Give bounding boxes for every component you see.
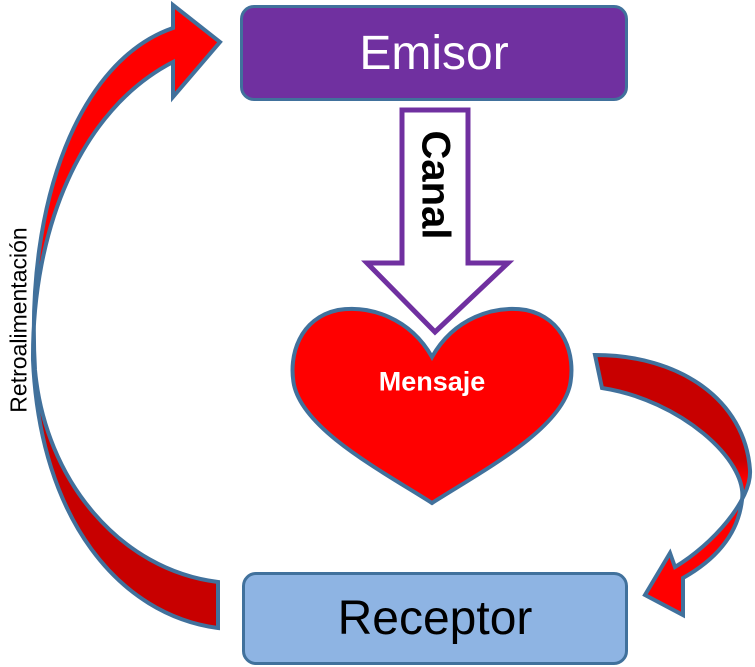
delivery-arrow [592, 352, 753, 619]
sender-box: Emisor [240, 5, 628, 101]
feedback-label: Retroalimentación [5, 227, 32, 413]
feedback-arrow [30, 0, 223, 631]
receiver-box: Receptor [242, 572, 628, 665]
sender-label: Emisor [359, 26, 509, 80]
message-heart [290, 307, 574, 506]
channel-arrow [361, 107, 515, 336]
receiver-label: Receptor [337, 592, 533, 645]
channel-label: Canal [413, 130, 458, 240]
message-label: Mensaje [378, 366, 486, 397]
